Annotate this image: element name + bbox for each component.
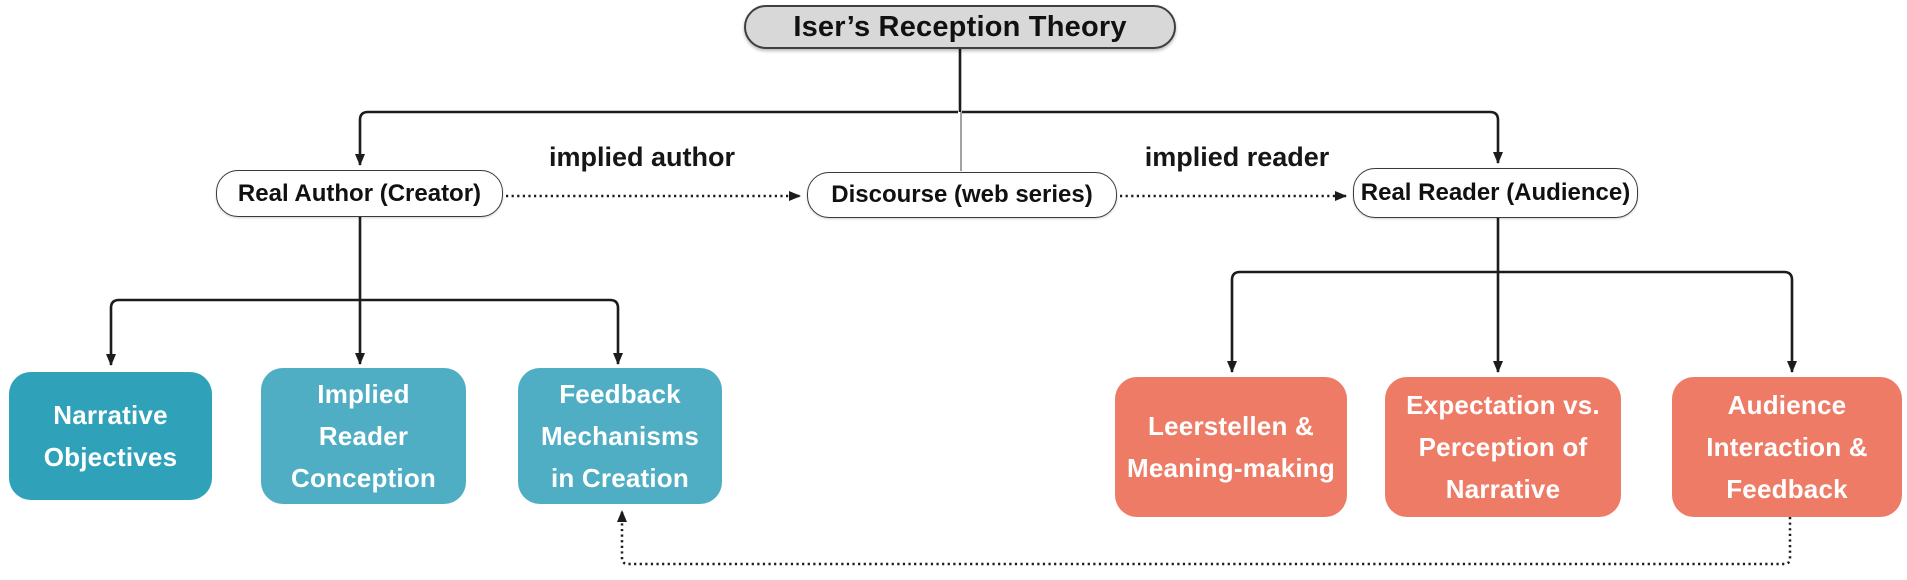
edge-author-to-narrative-objectives bbox=[106, 298, 360, 366]
edge-reader-to-audience-interaction bbox=[1498, 270, 1797, 373]
leaf-audience-interaction-feedback: Audience Interaction & Feedback bbox=[1672, 377, 1902, 517]
edge-branch-to-real-author bbox=[355, 110, 958, 166]
root-node-title: Iser’s Reception Theory bbox=[744, 5, 1176, 49]
edge-reader-to-leerstellen bbox=[1227, 270, 1498, 373]
node-real-author: Real Author (Creator) bbox=[216, 170, 503, 217]
edge-branch-to-real-reader bbox=[962, 110, 1503, 164]
edge-label-implied-reader: implied reader bbox=[1144, 142, 1330, 172]
leaf-expectation-vs-perception: Expectation vs. Perception of Narrative bbox=[1385, 377, 1621, 517]
leaf-feedback-mechanisms-in-creation: Feedback Mechanisms in Creation bbox=[518, 368, 722, 504]
edge-feedback-loop bbox=[617, 510, 1792, 566]
leaf-implied-reader-conception: Implied Reader Conception bbox=[261, 368, 466, 504]
leaf-narrative-objectives: Narrative Objectives bbox=[9, 372, 212, 500]
node-discourse: Discourse (web series) bbox=[807, 172, 1117, 218]
edge-label-implied-author: implied author bbox=[548, 142, 735, 172]
edge-author-to-implied-reader-conception bbox=[360, 298, 623, 365]
node-real-reader: Real Reader (Audience) bbox=[1353, 168, 1638, 218]
leaf-leerstellen-meaning-making: Leerstellen & Meaning-making bbox=[1115, 377, 1347, 517]
